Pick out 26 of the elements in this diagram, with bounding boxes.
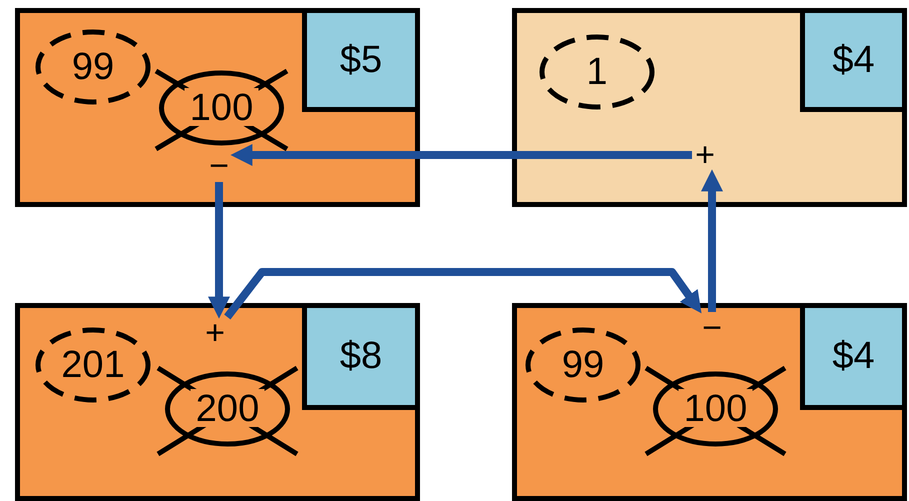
card [15, 303, 420, 501]
crossed-out-ellipse [155, 365, 300, 457]
sign-symbol: + [694, 141, 716, 169]
count-number: 1 [585, 50, 609, 94]
count-number: 99 [70, 45, 116, 89]
dashed-ellipse [35, 327, 151, 403]
arrow [208, 182, 230, 319]
crossed-out-ellipse [153, 68, 290, 152]
crossed-out-ellipse [643, 365, 788, 457]
count-number: 100 [682, 387, 748, 431]
sign-symbol: − [208, 152, 230, 180]
count-number: 201 [60, 343, 126, 387]
card [512, 8, 907, 207]
card [512, 303, 907, 501]
arrow [230, 144, 692, 166]
count-number: 99 [560, 343, 606, 387]
dashed-ellipse [35, 29, 151, 105]
dashed-ellipse [539, 34, 655, 110]
dashed-ellipse [525, 327, 641, 403]
count-number: 200 [194, 387, 260, 431]
count-number: 100 [188, 86, 254, 130]
sign-symbol: − [701, 314, 723, 342]
arrow [701, 169, 723, 312]
sign-symbol: + [204, 319, 226, 347]
card [15, 8, 420, 207]
arrow [224, 268, 702, 320]
